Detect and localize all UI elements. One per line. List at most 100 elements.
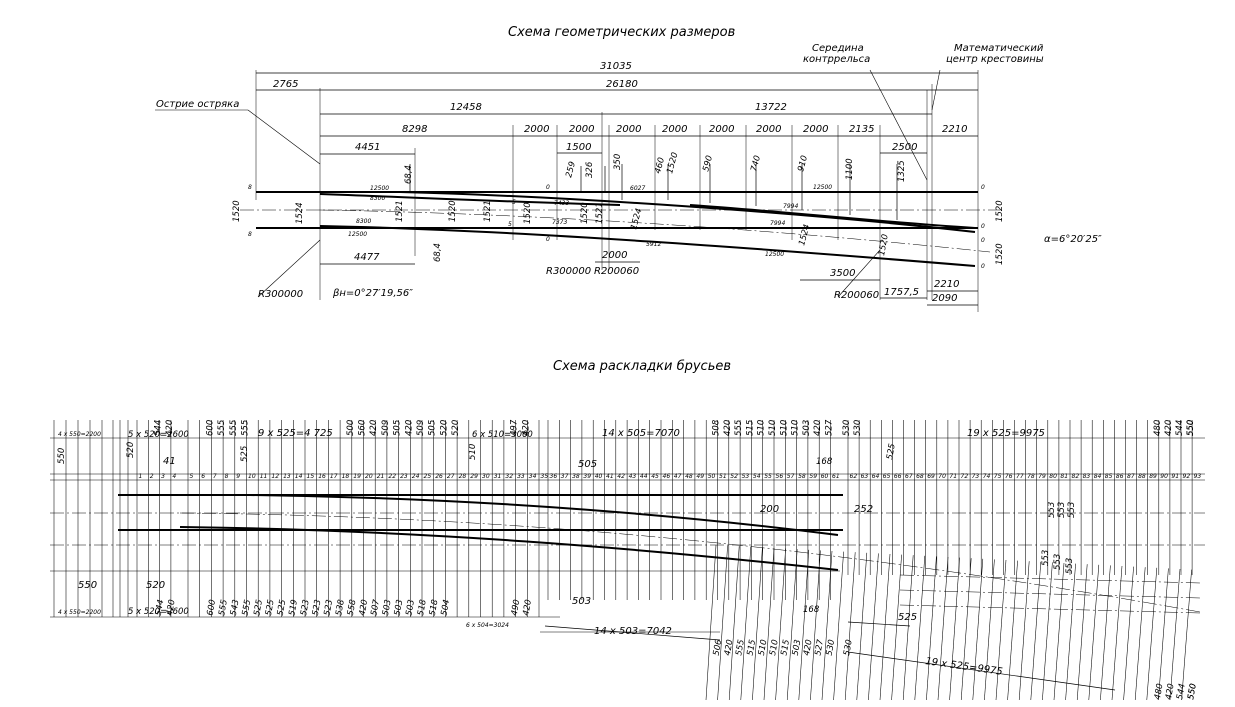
tie-group-top-9x525: 9 x 525=4 725	[258, 428, 333, 439]
top-tie-spacing: 505	[393, 420, 403, 436]
tie-top-520: 520	[126, 442, 136, 458]
tie-number: 38	[572, 473, 580, 480]
diverging-branch-ties	[705, 544, 1201, 701]
tie-number: 72	[961, 473, 969, 480]
tie-number: 65	[883, 473, 891, 480]
dim-4451: 4451	[355, 142, 380, 153]
dim-13722: 13722	[755, 102, 787, 113]
tie-number: 26	[435, 473, 443, 480]
tie-number: 51	[719, 473, 727, 480]
dim-overall-length: 31035	[600, 61, 632, 72]
top-tie-spacing: 500	[346, 420, 356, 436]
tie-number: 77	[1016, 473, 1024, 480]
ordinate-1520: 1520	[665, 151, 680, 174]
tie-top-505: 505	[578, 459, 597, 470]
dim-1500: 1500	[566, 142, 591, 153]
extension-lines	[255, 70, 979, 312]
tie-number: 91	[1171, 473, 1179, 480]
joint-8-a: 8	[248, 184, 252, 191]
tie-number: 80	[1049, 473, 1057, 480]
diverging-tie	[949, 557, 960, 701]
ordinate-910: 910	[796, 155, 810, 173]
diverging-tie	[1030, 561, 1042, 701]
bottom-tie-spacing: 506	[712, 638, 725, 656]
diverging-tie	[1111, 565, 1123, 701]
diverging-tie	[1123, 566, 1134, 701]
top-tie-spacing: 530	[842, 420, 852, 436]
tie-number: 33	[517, 473, 525, 480]
top-tie-spacing: 520	[439, 420, 449, 436]
bottom-tie-spacing: 523	[299, 599, 312, 617]
dim-2000-6: 2000	[756, 124, 781, 135]
bottom-tie-spacing: 420	[165, 599, 178, 617]
top-tie-spacing: 503	[802, 420, 812, 436]
gauge-1520-right-div: 1520	[995, 243, 1005, 265]
tie-number: 14	[295, 473, 303, 480]
tie-number: 2	[150, 473, 154, 480]
bottom-tie-spacing: 518	[416, 598, 429, 616]
joint-8-b: 8	[248, 231, 252, 238]
tie-layout-schema-title: Схема раскладки брусьев	[553, 359, 731, 374]
diverging-tie	[995, 559, 1007, 701]
bottom-tie-spacing: 530	[842, 639, 855, 657]
top-tie-spacing: 420	[521, 420, 531, 436]
tie-bottom-503: 503	[572, 596, 591, 607]
joint-0-right-3: 0	[981, 237, 985, 244]
diverging-tie	[786, 549, 798, 701]
bottom-tie-spacing: 503	[404, 599, 417, 617]
dim-2000-bottom: 2000	[602, 250, 627, 261]
bottom-tie-spacing: 515	[779, 639, 792, 657]
bottom-tie-spacing: 504	[440, 599, 453, 617]
tie-group-bottom-5x520: 5 x 520=2600	[128, 607, 189, 617]
top-tie-spacing: 544	[154, 420, 164, 436]
dim-3500: 3500	[830, 268, 855, 279]
tie-number: 93	[1194, 473, 1202, 480]
tie-number: 47	[674, 473, 682, 480]
top-tie-spacing: 420	[723, 420, 733, 436]
bottom-tie-spacing: 530	[825, 639, 838, 657]
tie-number: 87	[1127, 473, 1135, 480]
tie-group-top-5x520: 5 x 520=2600	[128, 430, 189, 440]
bottom-tie-spacing: 525	[252, 599, 265, 617]
radius-r200060-mid: R200060	[594, 266, 639, 277]
gauge-1520-c: 1520	[580, 202, 590, 224]
diverging-tie	[798, 549, 810, 701]
bottom-tie-spacing: 543	[229, 599, 242, 617]
len-5912: 5912	[646, 241, 661, 248]
tie-centerline-diverging	[179, 512, 1201, 613]
top-tie-spacing: 555	[229, 420, 239, 436]
closure-rail	[689, 204, 976, 229]
tie-number: 60	[821, 473, 829, 480]
tie-number: 67	[905, 473, 913, 480]
tie-bottom-550: 550	[78, 580, 97, 591]
tie-top-200: 200	[760, 504, 779, 515]
bottom-tie-spacing: 525	[264, 599, 277, 617]
tie-top-550: 550	[57, 448, 67, 464]
diverging-tie	[810, 550, 821, 701]
tie-right-553-4: 553	[1041, 550, 1051, 566]
tie-number: 16	[318, 473, 326, 480]
tie-number: 82	[1072, 473, 1080, 480]
gauge-1520-frog: 1520	[877, 233, 891, 256]
tie-number: 66	[894, 473, 902, 480]
diverging-tie	[1158, 568, 1169, 701]
diverging-tie	[705, 544, 717, 701]
tie-number: 52	[730, 473, 738, 480]
tie-number: 85	[1105, 473, 1113, 480]
bottom-tie-spacing: 555	[734, 639, 747, 657]
tie-number: 4	[172, 473, 176, 480]
len-12500-bottom-left: 12500	[348, 231, 367, 238]
tie-group-top-14x505: 14 x 505=7070	[602, 428, 680, 439]
bottom-tie-spacing: 600	[206, 599, 219, 617]
bottom-tie-spacing: 507	[369, 598, 382, 616]
tie-top-41: 41	[163, 456, 176, 467]
callout-guard-rail-middle-line1: Середина	[812, 43, 864, 54]
diverging-tie	[868, 553, 879, 701]
bottom-diag-dim-1	[544, 625, 721, 641]
len-8300-top: 8300	[370, 195, 385, 202]
dimension-lines	[155, 69, 978, 306]
diverging-tie	[821, 550, 833, 701]
tie-lines	[53, 420, 1193, 617]
diverging-tie	[926, 556, 937, 701]
geometry-schema-title: Схема геометрических размеров	[508, 25, 735, 40]
